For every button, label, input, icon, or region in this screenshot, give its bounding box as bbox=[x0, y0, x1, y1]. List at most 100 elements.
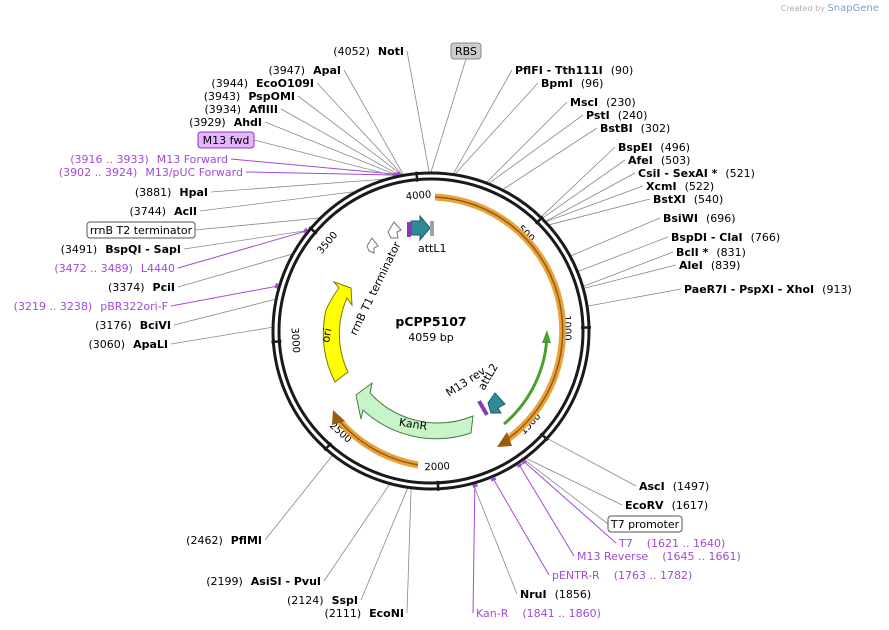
site-position: (696) bbox=[706, 212, 736, 225]
site-11[interactable]: ApaLI (3060) bbox=[89, 338, 169, 351]
site-18[interactable]: MscI(230) bbox=[570, 96, 636, 109]
site-31[interactable]: AscI(1497) bbox=[639, 480, 709, 493]
backbone-inner bbox=[277, 177, 585, 485]
site-leader bbox=[577, 236, 669, 273]
green-feature[interactable] bbox=[503, 334, 549, 426]
site-leader bbox=[199, 191, 358, 212]
site-12[interactable]: PflMI(2462) bbox=[186, 534, 262, 547]
feature-label-ori: ori bbox=[319, 327, 334, 343]
site-leader bbox=[583, 264, 677, 289]
plasmid-length: 4059 bp bbox=[408, 331, 453, 344]
site-position: (3491) bbox=[61, 243, 98, 256]
site-9[interactable]: PciI(3374) bbox=[108, 281, 175, 294]
primer-1[interactable]: M13/pUC Forward(3902 .. 3924) bbox=[59, 166, 243, 179]
primer-7[interactable]: Kan-R(1841 .. 1860) bbox=[476, 607, 601, 620]
site-0[interactable]: NotI(4052) bbox=[333, 45, 404, 58]
site-25[interactable]: BstXI (540) bbox=[653, 193, 723, 206]
orange-feature-bottom-head bbox=[332, 410, 345, 425]
rbs-box[interactable]: RBS bbox=[450, 42, 482, 60]
site-21[interactable]: BspEI(496) bbox=[618, 141, 690, 154]
site-24[interactable]: XcmI(522) bbox=[646, 180, 714, 193]
site-name: PciI bbox=[153, 281, 175, 294]
attl1-purple-mark bbox=[407, 222, 411, 237]
primer-name: pENTR-R bbox=[552, 569, 600, 582]
site-15[interactable]: EcoNI(2111) bbox=[325, 607, 404, 620]
site-4[interactable]: AflIII(3934) bbox=[204, 103, 278, 116]
site-leader bbox=[545, 185, 644, 223]
site-8[interactable]: BspQI - SapI(3491) bbox=[61, 243, 181, 256]
site-leader bbox=[343, 69, 405, 176]
rbs-box-bg bbox=[450, 42, 482, 60]
site-position: (302) bbox=[641, 122, 671, 135]
site-20[interactable]: BstBI(302) bbox=[600, 122, 670, 135]
site-6[interactable]: HpaI(3881) bbox=[135, 186, 208, 199]
kanr-feature[interactable] bbox=[355, 381, 474, 440]
site-position: (3929) bbox=[189, 116, 226, 129]
site-leader bbox=[170, 326, 274, 345]
site-name: ApaI bbox=[313, 64, 341, 77]
site-16[interactable]: PflFI - Tth111I(90) bbox=[515, 64, 633, 77]
site-32[interactable]: EcoRV (1617) bbox=[625, 499, 708, 512]
site-27[interactable]: BspDI - ClaI(766) bbox=[671, 231, 780, 244]
site-position: (913) bbox=[822, 283, 852, 296]
green-feature-head bbox=[542, 330, 551, 343]
ori-feature[interactable] bbox=[322, 280, 353, 383]
site-leader bbox=[586, 288, 682, 307]
site-name: ApaLI bbox=[133, 338, 168, 351]
t7-promoter-box[interactable]: T7 promoter bbox=[607, 515, 683, 533]
primer-range: (3916 .. 3933) bbox=[70, 153, 149, 166]
primer-2[interactable]: L4440(3472 .. 3489) bbox=[54, 262, 175, 275]
site-3[interactable]: PspOMI(3943) bbox=[204, 90, 295, 103]
primer-5[interactable]: M13 Reverse(1645 .. 1661) bbox=[577, 550, 741, 563]
site-5[interactable]: AhdI(3929) bbox=[189, 116, 262, 129]
rrnb-t2-box[interactable]: rrnB T2 terminator bbox=[86, 221, 196, 239]
t7-promoter-box-label: T7 promoter bbox=[610, 518, 680, 531]
site-33[interactable]: NruI(1856) bbox=[520, 588, 591, 601]
tick-label: 3500 bbox=[315, 230, 340, 257]
site-name: PflFI - Tth111I bbox=[515, 64, 603, 77]
site-1[interactable]: ApaI (3947) bbox=[269, 64, 341, 77]
primer-0[interactable]: M13 Forward(3916 .. 3933) bbox=[70, 153, 228, 166]
site-name: EcoRV bbox=[625, 499, 664, 512]
tick-1500 bbox=[539, 432, 549, 442]
site-14[interactable]: SspI(2124) bbox=[287, 594, 358, 607]
site-26[interactable]: BsiWI (696) bbox=[663, 212, 736, 225]
site-name: NotI bbox=[378, 45, 404, 58]
site-30[interactable]: PaeR7I - PspXI - XhoI(913) bbox=[684, 283, 852, 296]
site-name: BstXI bbox=[653, 193, 686, 206]
rrnb-t2-box-bg bbox=[86, 221, 196, 239]
rbs-box-label: RBS bbox=[455, 45, 477, 58]
primer-name: L4440 bbox=[141, 262, 175, 275]
primer-4[interactable]: T7(1621 .. 1640) bbox=[618, 537, 725, 550]
site-13[interactable]: AsiSI - PvuI(2199) bbox=[206, 575, 321, 588]
m13-fwd-box[interactable]: M13 fwd bbox=[197, 131, 255, 149]
site-17[interactable]: BpmI(96) bbox=[541, 77, 603, 90]
site-leader bbox=[177, 253, 294, 288]
site-position: (3060) bbox=[89, 338, 126, 351]
site-position: (3947) bbox=[269, 64, 306, 77]
site-19[interactable]: PstI(240) bbox=[586, 109, 647, 122]
primer-range: (1763 .. 1782) bbox=[614, 569, 693, 582]
site-position: (1617) bbox=[672, 499, 709, 512]
t7-promoter-box-bg bbox=[607, 515, 683, 533]
primer-3[interactable]: pBR322ori-F(3219 .. 3238) bbox=[14, 300, 168, 313]
site-position: (1497) bbox=[673, 480, 710, 493]
site-leader bbox=[264, 121, 400, 177]
primer-6[interactable]: pENTR-R (1763 .. 1782) bbox=[552, 569, 692, 582]
site-10[interactable]: BciVI(3176) bbox=[95, 319, 171, 332]
site-29[interactable]: AleI(839) bbox=[679, 259, 740, 272]
site-position: (2199) bbox=[206, 575, 243, 588]
site-position: (2462) bbox=[186, 534, 223, 547]
site-position: (540) bbox=[694, 193, 724, 206]
attl2-arrow[interactable] bbox=[487, 392, 506, 414]
site-7[interactable]: AclI(3744) bbox=[130, 205, 197, 218]
site-28[interactable]: BclI *(831) bbox=[676, 246, 746, 259]
site-23[interactable]: CsiI - SexAI *(521) bbox=[638, 167, 755, 180]
site-22[interactable]: AfeI(503) bbox=[628, 154, 690, 167]
attl1-arrow[interactable] bbox=[410, 214, 431, 242]
site-name: BsiWI bbox=[663, 212, 698, 225]
site-2[interactable]: EcoO109I(3944) bbox=[211, 77, 314, 90]
site-leader bbox=[488, 114, 584, 185]
site-name: AclI bbox=[174, 205, 197, 218]
